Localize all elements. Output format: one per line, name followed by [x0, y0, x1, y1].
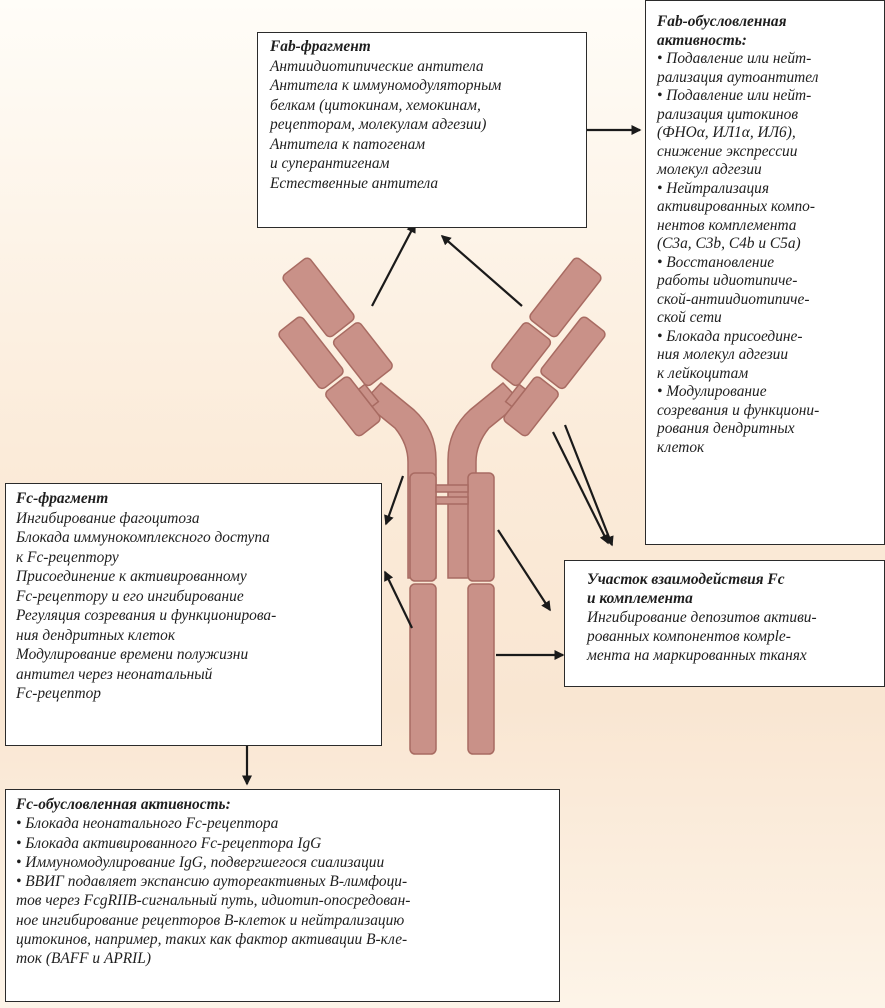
fc-fragment-line: Ингибирование фагоцитоза: [16, 509, 373, 529]
arrow-right-arm-to-fab-activity: [553, 432, 608, 543]
fc-fragment-line: Присоединение к активированному: [16, 567, 373, 587]
fab-activity-item: • Подавление или нейт- рализация аутоант…: [657, 50, 880, 87]
arrow-fc-to-complement: [498, 530, 550, 610]
fab-activity-line: активированных компо-: [657, 198, 880, 217]
fab-activity-line: созревания и функциони-: [657, 402, 880, 421]
fab-fragment-line: и суперантигенам: [270, 154, 576, 174]
fab-fragment-title: Fab-фрагмент: [270, 37, 576, 57]
fab-fragment-line: белкам (цитокинам, хемокинам,: [270, 96, 576, 116]
fc-domain-left-lower: [410, 584, 436, 754]
fab-activity-line: ской-антиидиотипиче-: [657, 291, 880, 310]
fab-fragment-line: Антитела к патогенам: [270, 135, 576, 155]
fc-fragment-line: к Fc-рецептору: [16, 548, 373, 568]
fc-fragment-line: Fc-рецептору и его ингибирование: [16, 587, 373, 607]
fc-domain-right-upper: [468, 473, 494, 581]
fab-fragment-line: Естественные антитела: [270, 174, 576, 194]
fab-activity-line: молекул адгезии: [657, 161, 880, 180]
complement-site-title: Участок взаимодействия Fc: [587, 570, 878, 589]
complement-site-line: Ингибирование депозитов активи-: [587, 608, 878, 627]
arrow-left-arm-to-fc-box: [386, 476, 403, 524]
fab-activity-line: (С3а, С3b, С4b и С5а): [657, 235, 880, 254]
complement-site-line: рованных компонентов комple-: [587, 627, 878, 646]
fc-activity-bullet: ное ингибирование рецепторов В-клеток и …: [16, 911, 553, 930]
fc-fragment-line: Блокада иммунокомплексного доступа: [16, 528, 373, 548]
fab-activity-item: • Модулирование созревания и функциони- …: [657, 383, 880, 457]
fab-activity-line: ской сети: [657, 309, 880, 328]
fc-activity-box: Fc-обусловленная активность: • Блокада н…: [5, 789, 560, 1002]
fc-domain-right-lower: [468, 584, 494, 754]
fab-fragment-line: Антитела к иммуномодуляторным: [270, 76, 576, 96]
fc-activity-bullet: • Блокада активированного Fc-рецептора I…: [16, 834, 553, 853]
fab-activity-item: • Блокада присоедине- ния молекул адгези…: [657, 328, 880, 384]
fab-activity-line: нентов комплемента: [657, 217, 880, 236]
fab-activity-title: активность:: [657, 32, 880, 51]
fab-activity-line: снижение экспрессии: [657, 143, 880, 162]
fab-activity-item: • Подавление или нейт- рализация цитокин…: [657, 87, 880, 180]
fab-activity-title: Fab-обусловленная: [657, 13, 880, 32]
fab-activity-line: • Подавление или нейт-: [657, 50, 880, 69]
arrow-right-fab-to-fab-activity: [565, 425, 612, 545]
fc-fragment-title: Fc-фрагмент: [16, 489, 373, 509]
fab-activity-item: • Восстановление работы идиотипиче- ской…: [657, 254, 880, 328]
fc-activity-bullet: ток (BAFF и APRIL): [16, 949, 553, 968]
fab-activity-line: ния молекул адгезии: [657, 346, 880, 365]
fab-activity-line: (ФНОα, ИЛ1α, ИЛ6),: [657, 124, 880, 143]
fc-fragment-line: Регуляция созревания и функционирова-: [16, 606, 373, 626]
fc-activity-title: Fc-обусловленная активность:: [16, 795, 553, 814]
arrow-fc-to-fc-box: [385, 572, 412, 628]
fab-activity-line: • Блокада присоедине-: [657, 328, 880, 347]
complement-site-line: мента на маркированных тканях: [587, 646, 878, 665]
fab-activity-line: • Восстановление: [657, 254, 880, 273]
fab-activity-line: • Модулирование: [657, 383, 880, 402]
left-fab-heavy-ch1: [332, 321, 395, 388]
hinge-bridge-upper: [436, 485, 468, 492]
fc-activity-bullet: цитокинов, например, таких как фактор ак…: [16, 930, 553, 949]
fc-activity-bullet: тов через FcgRIIB-сигнальный путь, идиот…: [16, 891, 553, 910]
fab-activity-line: рования дендритных: [657, 420, 880, 439]
fab-fragment-line: Антиидиотипические антитела: [270, 57, 576, 77]
hinge-bridge-lower: [436, 497, 468, 504]
fab-activity-line: • Подавление или нейт-: [657, 87, 880, 106]
fc-activity-bullet: • Блокада неонатального Fc-рецептора: [16, 814, 553, 833]
complement-site-title: и комплемента: [587, 589, 878, 608]
fc-fragment-line: Модулирование времени полужизни: [16, 645, 373, 665]
arrow-left-fab-to-fab-box: [372, 224, 415, 306]
fab-fragment-box: Fab-фрагмент Антиидиотипические антитела…: [257, 32, 587, 228]
arrow-right-fab-to-fab-box: [442, 236, 522, 306]
complement-site-box: Участок взаимодействия Fc и комплемента …: [564, 560, 885, 687]
fab-activity-line: рализация цитокинов: [657, 106, 880, 125]
fab-fragment-line: рецепторам, молекулам адгезии): [270, 115, 576, 135]
fab-activity-item: • Нейтрализация активированных компо- не…: [657, 180, 880, 254]
fab-activity-line: клеток: [657, 439, 880, 458]
fc-activity-bullet: • ВВИГ подавляет экспансию аутореактивны…: [16, 872, 553, 891]
right-fab-heavy-ch1: [490, 321, 553, 388]
fc-fragment-line: Fc-рецептор: [16, 684, 373, 704]
fab-activity-box: Fab-обусловленная активность: • Подавлен…: [645, 0, 885, 545]
fc-fragment-line: ния дендритных клеток: [16, 626, 373, 646]
fab-activity-line: к лейкоцитам: [657, 365, 880, 384]
fab-activity-line: рализация аутоантител: [657, 69, 880, 88]
fc-fragment-box: Fc-фрагмент Ингибирование фагоцитоза Бло…: [5, 483, 382, 746]
fc-activity-bullet: • Иммуномодулирование IgG, подвергшегося…: [16, 853, 553, 872]
fab-activity-line: • Нейтрализация: [657, 180, 880, 199]
fc-fragment-line: антител через неонатальный: [16, 665, 373, 685]
fc-domain-left-upper: [410, 473, 436, 581]
fab-activity-line: работы идиотипиче-: [657, 272, 880, 291]
